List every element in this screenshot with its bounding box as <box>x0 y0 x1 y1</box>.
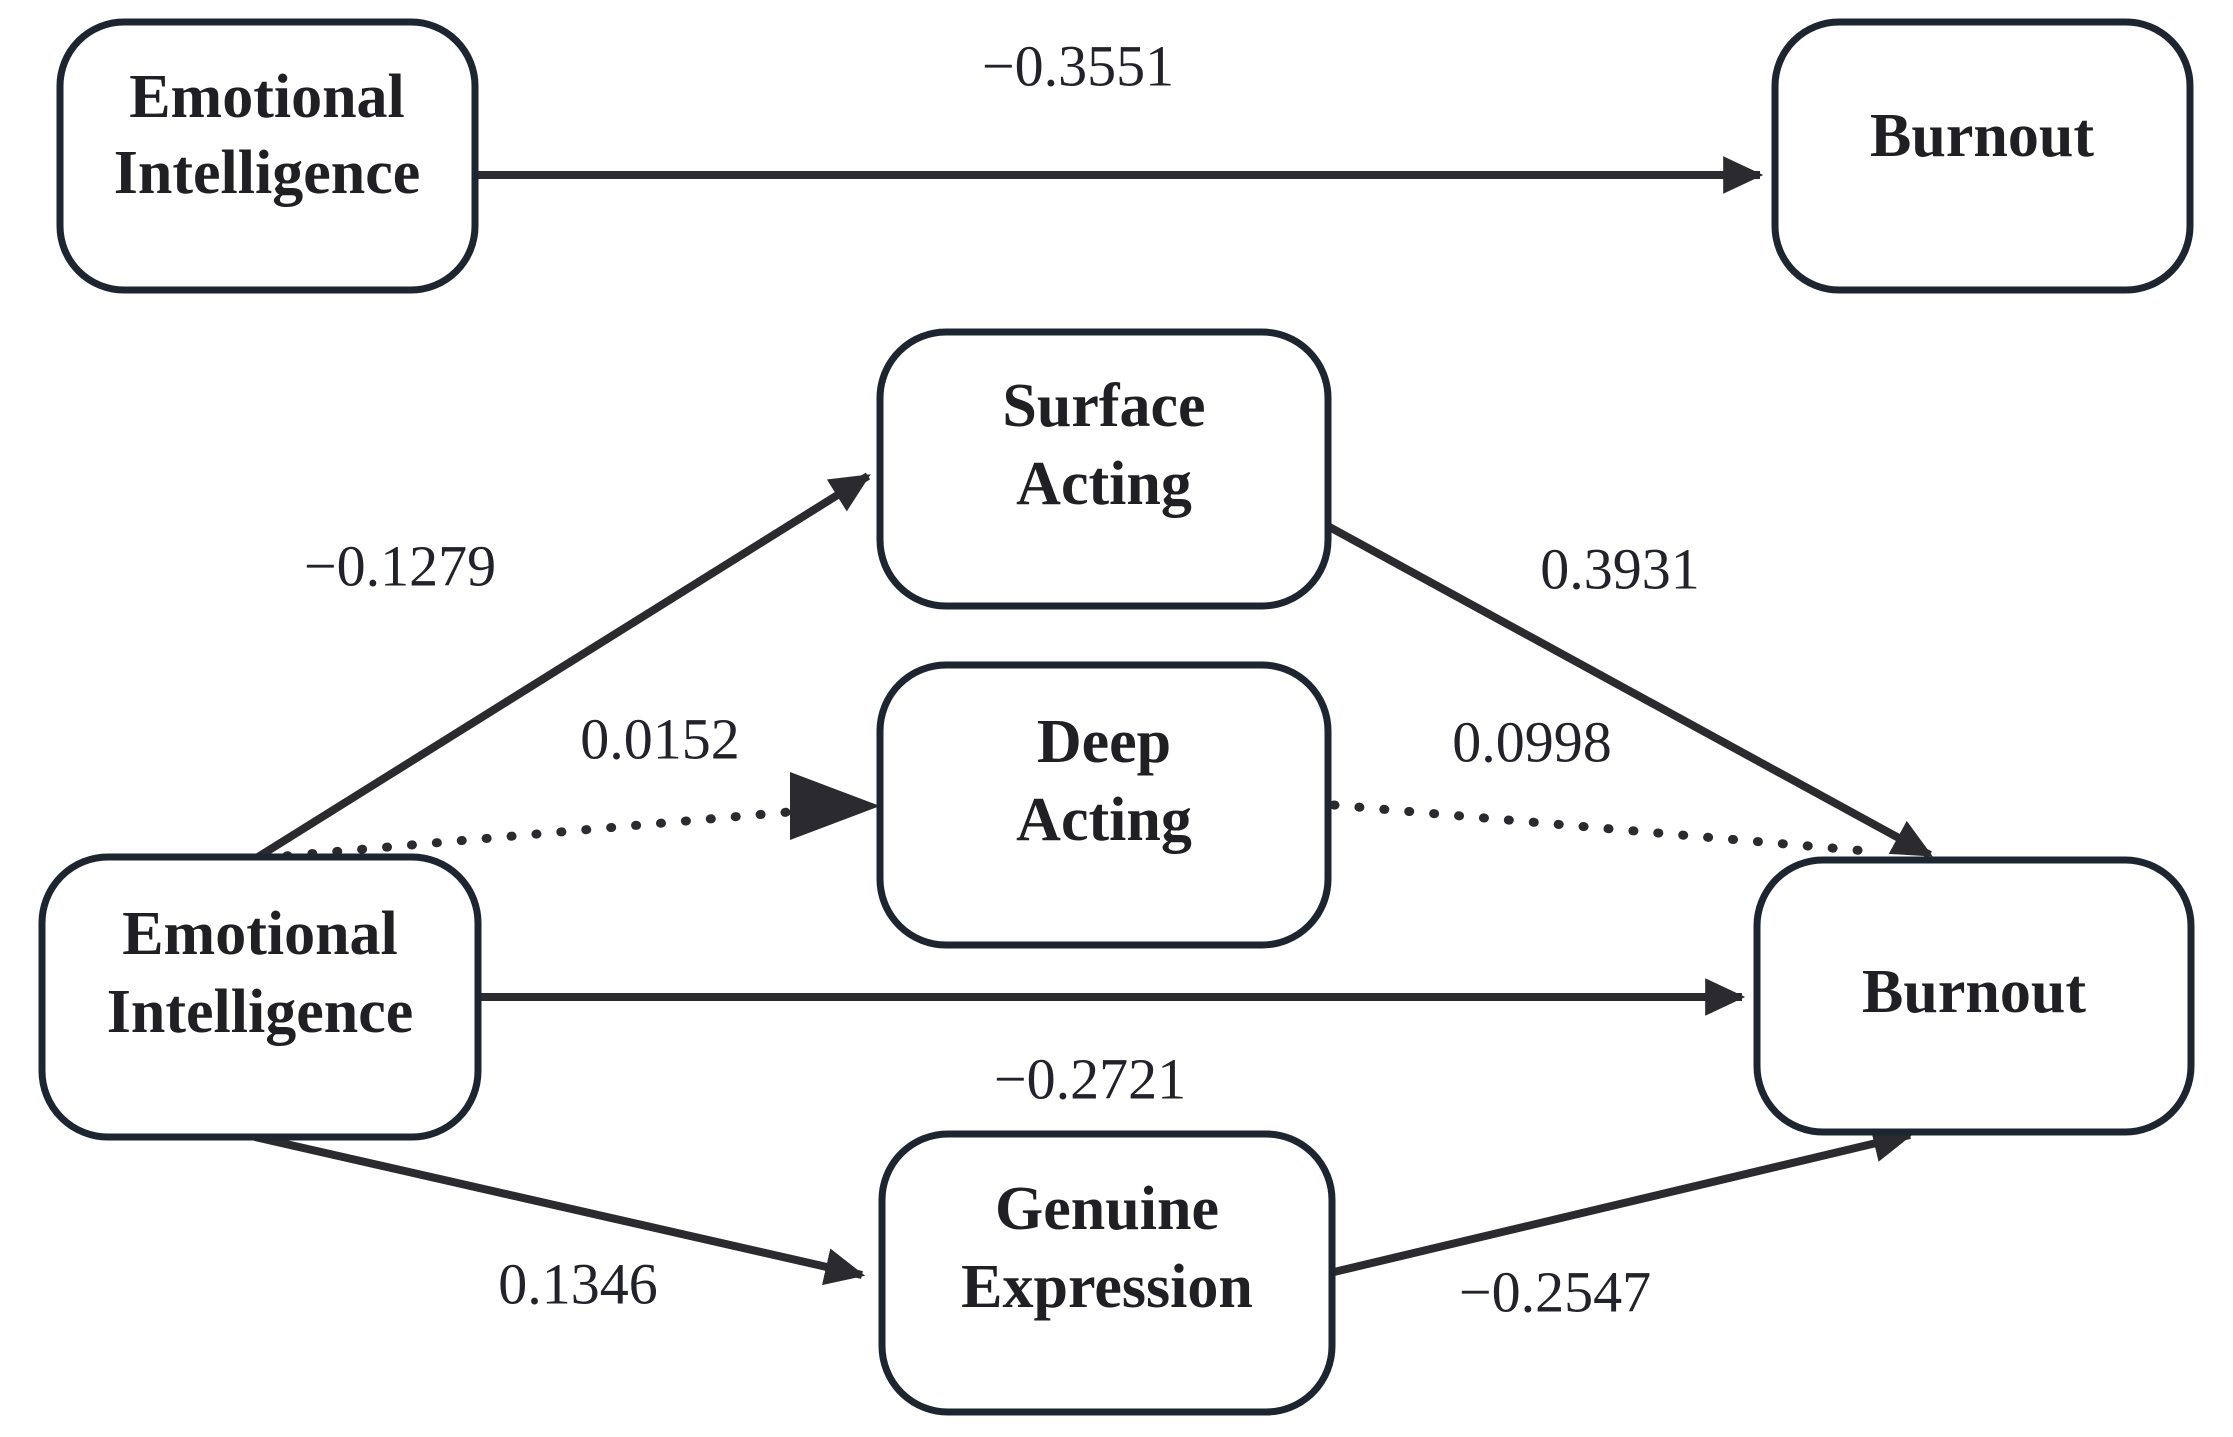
node-burnout-bottom[interactable]: Burnout <box>1753 856 2195 1136</box>
edge-line-genuine-expression-to-burnout <box>1333 1125 1914 1276</box>
node-deep-acting[interactable]: Deep Acting <box>876 661 1332 949</box>
node-box-emotional-intelligence-top[interactable] <box>56 18 479 294</box>
node-label-emotional-intelligence-bottom-line2: Intelligence <box>107 978 414 1046</box>
edge-label-ei-to-surface-acting: −0.1279 <box>304 533 496 598</box>
node-label-surface-acting-line2: Acting <box>1016 450 1192 518</box>
edge-line-ei-to-genuine-expression <box>254 1133 866 1286</box>
edge-ei-to-surface-acting: −0.1279 <box>255 472 871 861</box>
edge-ei-to-burnout-direct: −0.2721 <box>478 978 1746 1111</box>
edge-genuine-expression-to-burnout: −0.2547 <box>1333 1125 1914 1324</box>
edge-surface-acting-to-burnout: 0.3931 <box>1311 514 1933 859</box>
edge-ei-top-to-burnout-top: −0.3551 <box>478 33 1764 194</box>
edge-line-ei-to-deep-acting <box>257 801 863 863</box>
node-label-deep-acting-line1: Deep <box>1037 708 1171 776</box>
edge-label-ei-to-genuine-expression: 0.1346 <box>498 1251 658 1316</box>
node-box-deep-acting[interactable] <box>876 661 1332 949</box>
edge-label-ei-to-deep-acting: 0.0152 <box>580 706 740 771</box>
node-label-burnout-bottom: Burnout <box>1862 958 2086 1026</box>
edge-label-ei-top-to-burnout-top: −0.3551 <box>982 33 1174 98</box>
node-box-genuine-expression[interactable] <box>878 1130 1336 1416</box>
edge-deep-acting-to-burnout: 0.0998 <box>1329 709 1883 857</box>
node-label-deep-acting-line2: Acting <box>1016 786 1192 854</box>
node-label-burnout-top: Burnout <box>1870 102 2094 170</box>
edge-arrowhead-ei-to-deep-acting <box>790 772 880 840</box>
node-label-genuine-expression-line1: Genuine <box>995 1175 1219 1243</box>
edge-label-surface-acting-to-burnout: 0.3931 <box>1540 536 1700 601</box>
node-label-emotional-intelligence-top-line2: Intelligence <box>114 139 421 207</box>
node-emotional-intelligence-bottom[interactable]: Emotional Intelligence <box>38 853 482 1141</box>
node-surface-acting[interactable]: Surface Acting <box>876 328 1332 610</box>
node-label-surface-acting-line1: Surface <box>1002 372 1205 440</box>
edge-line-deep-acting-to-burnout <box>1329 800 1883 857</box>
node-emotional-intelligence-top[interactable]: Emotional Intelligence <box>56 18 479 294</box>
edge-line-ei-to-surface-acting <box>255 472 871 861</box>
edge-ei-to-genuine-expression: 0.1346 <box>254 1133 866 1316</box>
edge-ei-to-deep-acting: 0.0152 <box>257 706 880 863</box>
edge-label-deep-acting-to-burnout: 0.0998 <box>1452 709 1612 774</box>
edge-line-surface-acting-to-burnout <box>1311 514 1933 859</box>
node-box-emotional-intelligence-bottom[interactable] <box>38 853 482 1141</box>
node-label-emotional-intelligence-top-line1: Emotional <box>129 63 405 131</box>
node-genuine-expression[interactable]: Genuine Expression <box>878 1130 1336 1416</box>
node-label-emotional-intelligence-bottom-line1: Emotional <box>122 900 398 968</box>
edge-label-ei-to-burnout-direct: −0.2721 <box>994 1046 1186 1111</box>
edge-label-genuine-expression-to-burnout: −0.2547 <box>1459 1259 1651 1324</box>
node-box-burnout-bottom[interactable] <box>1753 856 2195 1136</box>
node-box-surface-acting[interactable] <box>876 328 1332 610</box>
node-burnout-top[interactable]: Burnout <box>1771 18 2194 294</box>
node-label-genuine-expression-line2: Expression <box>961 1253 1253 1321</box>
node-box-burnout-top[interactable] <box>1771 18 2194 294</box>
